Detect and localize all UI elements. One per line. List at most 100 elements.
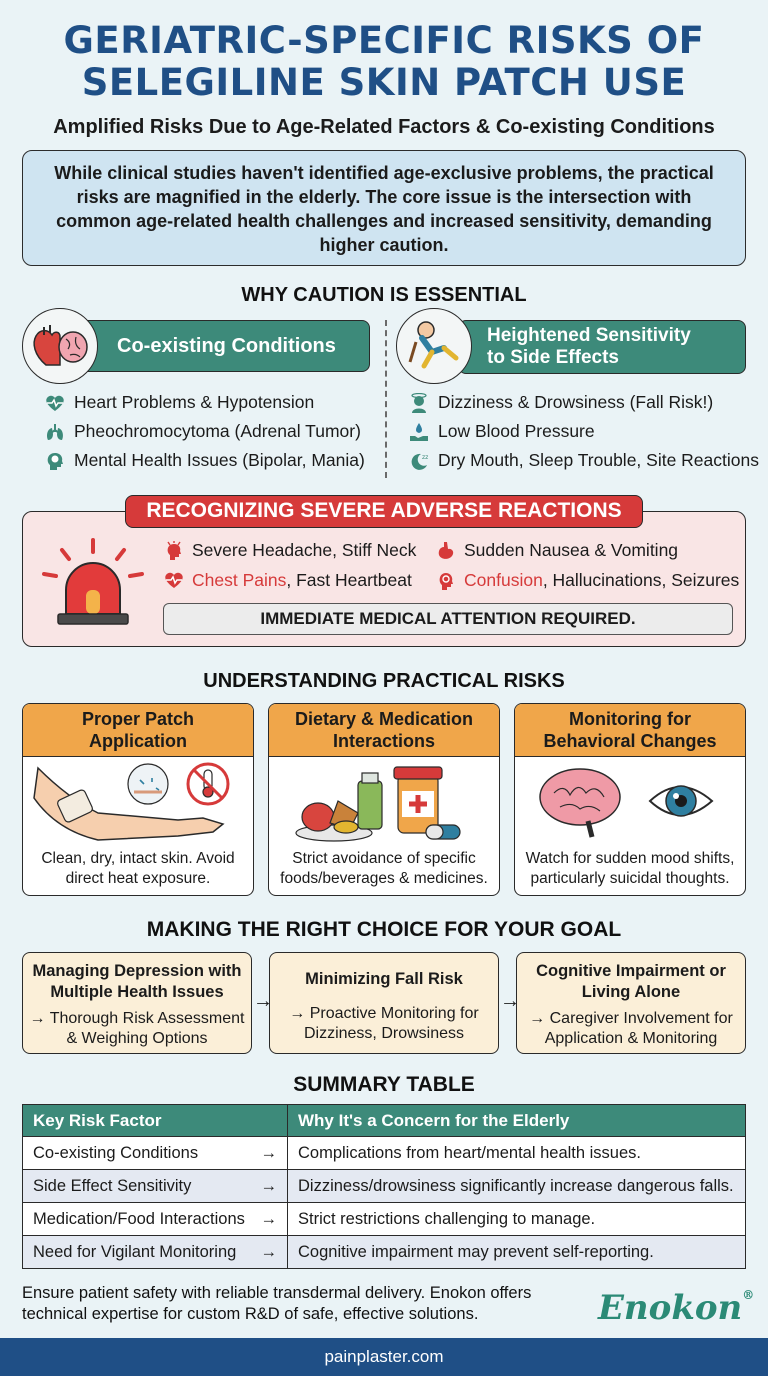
severe-item-highlight: Confusion xyxy=(464,570,543,590)
card-text: Watch for sudden mood shifts, particular… xyxy=(525,850,735,887)
risk-factor: Side Effect Sensitivity xyxy=(33,1176,192,1195)
coexisting-conditions-header: Co-existing Conditions xyxy=(80,320,370,372)
patch-on-arm-icon xyxy=(23,757,253,849)
severe-item-label: , Fast Heartbeat xyxy=(286,570,412,590)
severe-item-label: , Hallucinations, Seizures xyxy=(542,570,740,590)
list-item-label: Mental Health Issues (Bipolar, Mania) xyxy=(74,450,365,470)
table-header-row: Key Risk Factor Why It's a Concern for t… xyxy=(22,1104,746,1137)
table-cell: Co-existing Conditions → xyxy=(22,1136,288,1170)
dizzy-person-icon xyxy=(408,392,430,414)
registered-mark: ® xyxy=(742,1288,755,1302)
siren-icon xyxy=(38,538,148,639)
choice-text: → Caregiver Involvement for Application … xyxy=(529,1010,733,1047)
severe-item: Severe Headache, Stiff Neck xyxy=(164,540,416,561)
heart-pulse-icon xyxy=(44,392,66,414)
list-item-label: Pheochromocytoma (Adrenal Tumor) xyxy=(74,421,361,441)
title-line-1: GERIATRIC-SPECIFIC RISKS OF xyxy=(63,19,705,62)
stomach-icon xyxy=(436,541,456,561)
table-row: Side Effect Sensitivity→ Dizziness/drows… xyxy=(22,1169,746,1203)
moon-sleep-icon: zz xyxy=(408,450,430,472)
column-header: Key Risk Factor xyxy=(22,1104,288,1137)
practical-card: Dietary & Medication Interactions Strict… xyxy=(268,703,500,896)
coexisting-conditions-list: Heart Problems & Hypotension Pheochromoc… xyxy=(44,388,365,475)
choice-title: Minimizing Fall Risk xyxy=(305,970,463,988)
table-row: Co-existing Conditions → Complications fr… xyxy=(22,1136,746,1170)
choice-title: Cognitive Impairment or Living Alone xyxy=(536,962,726,1001)
risk-factor: Need for Vigilant Monitoring xyxy=(33,1242,237,1261)
practical-card: Monitoring for Behavioral Changes Watch … xyxy=(514,703,746,896)
summary-table: Key Risk Factor Why It's a Concern for t… xyxy=(22,1104,746,1269)
enokon-logo: Enokon® xyxy=(598,1288,754,1328)
list-item: Pheochromocytoma (Adrenal Tumor) xyxy=(44,417,365,446)
table-row: Need for Vigilant Monitoring → Cognitive … xyxy=(22,1235,746,1269)
arrow-right-icon: → xyxy=(260,1210,278,1228)
severe-reactions-title: RECOGNIZING SEVERE ADVERSE REACTIONS xyxy=(125,495,643,528)
practical-card: Proper Patch Application Clean, dry, int… xyxy=(22,703,254,896)
section-divider xyxy=(385,320,387,478)
card-title: Monitoring for Behavioral Changes xyxy=(515,704,745,757)
head-brain-icon xyxy=(44,450,66,472)
website-link[interactable]: painplaster.com xyxy=(0,1338,768,1376)
caution-heading: WHY CAUTION IS ESSENTIAL xyxy=(241,284,527,306)
confused-head-icon xyxy=(436,571,456,591)
list-item-label: Dizziness & Drowsiness (Fall Risk!) xyxy=(438,392,714,412)
arrow-right-icon: → xyxy=(500,990,520,1012)
intro-box: While clinical studies haven't identifie… xyxy=(22,150,746,266)
practical-heading: UNDERSTANDING PRACTICAL RISKS xyxy=(203,670,565,692)
table-cell: Complications from heart/mental health i… xyxy=(287,1136,746,1170)
list-item: Low Blood Pressure xyxy=(408,417,759,446)
list-item: Heart Problems & Hypotension xyxy=(44,388,365,417)
table-cell: Need for Vigilant Monitoring → xyxy=(22,1235,288,1269)
summary-heading: SUMMARY TABLE xyxy=(293,1073,475,1096)
severe-item: Chest Pains, Fast Heartbeat xyxy=(164,570,412,591)
brain-and-eye-icon xyxy=(515,757,745,849)
arrow-right-icon: → xyxy=(253,990,273,1012)
lungs-icon xyxy=(44,421,66,443)
page-subtitle: Amplified Risks Due to Age-Related Facto… xyxy=(53,116,715,138)
risk-factor: Medication/Food Interactions xyxy=(33,1209,245,1228)
coexisting-conditions-title: Co-existing Conditions xyxy=(117,334,336,357)
choice-text: → Proactive Monitoring for Dizziness, Dr… xyxy=(289,1005,479,1042)
table-cell: Strict restrictions challenging to manag… xyxy=(287,1202,746,1236)
heart-brain-icon xyxy=(22,308,98,384)
table-cell: Dizziness/drowsiness significantly incre… xyxy=(287,1169,746,1203)
severe-item: Sudden Nausea & Vomiting xyxy=(436,540,678,561)
page-title: GERIATRIC-SPECIFIC RISKS OF SELEGILINE S… xyxy=(0,20,768,104)
medical-attention-banner: IMMEDIATE MEDICAL ATTENTION REQUIRED. xyxy=(163,603,733,635)
choice-box: Minimizing Fall Risk → Proactive Monitor… xyxy=(269,952,499,1054)
head-pain-icon xyxy=(164,540,184,561)
list-item-label: Heart Problems & Hypotension xyxy=(74,392,315,412)
card-text: Strict avoidance of specific foods/bever… xyxy=(280,850,488,887)
card-text: Clean, dry, intact skin. Avoid direct he… xyxy=(41,850,235,887)
choice-heading: MAKING THE RIGHT CHOICE FOR YOUR GOAL xyxy=(146,918,622,941)
choice-title: Managing Depression with Multiple Health… xyxy=(32,962,242,1001)
choice-text: → Thorough Risk Assessment & Weighing Op… xyxy=(29,1010,245,1047)
list-item-label: Low Blood Pressure xyxy=(438,421,595,441)
list-item: Mental Health Issues (Bipolar, Mania) xyxy=(44,446,365,475)
sensitivity-header: Heightened Sensitivity to Side Effects xyxy=(458,320,746,374)
table-cell: Side Effect Sensitivity→ xyxy=(22,1169,288,1203)
severe-item: Confusion, Hallucinations, Seizures xyxy=(436,570,739,591)
table-cell: Medication/Food Interactions → xyxy=(22,1202,288,1236)
sensitivity-title-line-2: to Side Effects xyxy=(487,347,619,368)
list-item: Dizziness & Drowsiness (Fall Risk!) xyxy=(408,388,759,417)
logo-text: Enokon xyxy=(598,1288,743,1328)
severe-item-label: Severe Headache, Stiff Neck xyxy=(192,540,417,560)
sensitivity-title-line-1: Heightened Sensitivity xyxy=(487,325,691,346)
arrow-right-icon: → xyxy=(260,1144,278,1162)
column-header: Why It's a Concern for the Elderly xyxy=(287,1104,746,1137)
choice-box: Managing Depression with Multiple Health… xyxy=(22,952,252,1054)
severe-item-label: Sudden Nausea & Vomiting xyxy=(464,540,679,560)
blood-drop-hand-icon xyxy=(408,421,430,443)
list-item: zz Dry Mouth, Sleep Trouble, Site Reacti… xyxy=(408,446,759,475)
arrow-right-icon: → xyxy=(260,1243,278,1261)
severe-item-highlight: Chest Pains xyxy=(192,570,287,590)
choice-box: Cognitive Impairment or Living Alone → C… xyxy=(516,952,746,1054)
falling-elder-icon xyxy=(396,308,472,384)
list-item-label: Dry Mouth, Sleep Trouble, Site Reactions xyxy=(438,450,759,470)
table-cell: Cognitive impairment may prevent self-re… xyxy=(287,1235,746,1269)
food-and-medicine-icon xyxy=(269,757,499,849)
risk-factor: Co-existing Conditions xyxy=(33,1143,199,1162)
footer-text: Ensure patient safety with reliable tran… xyxy=(22,1284,532,1323)
table-row: Medication/Food Interactions → Strict res… xyxy=(22,1202,746,1236)
